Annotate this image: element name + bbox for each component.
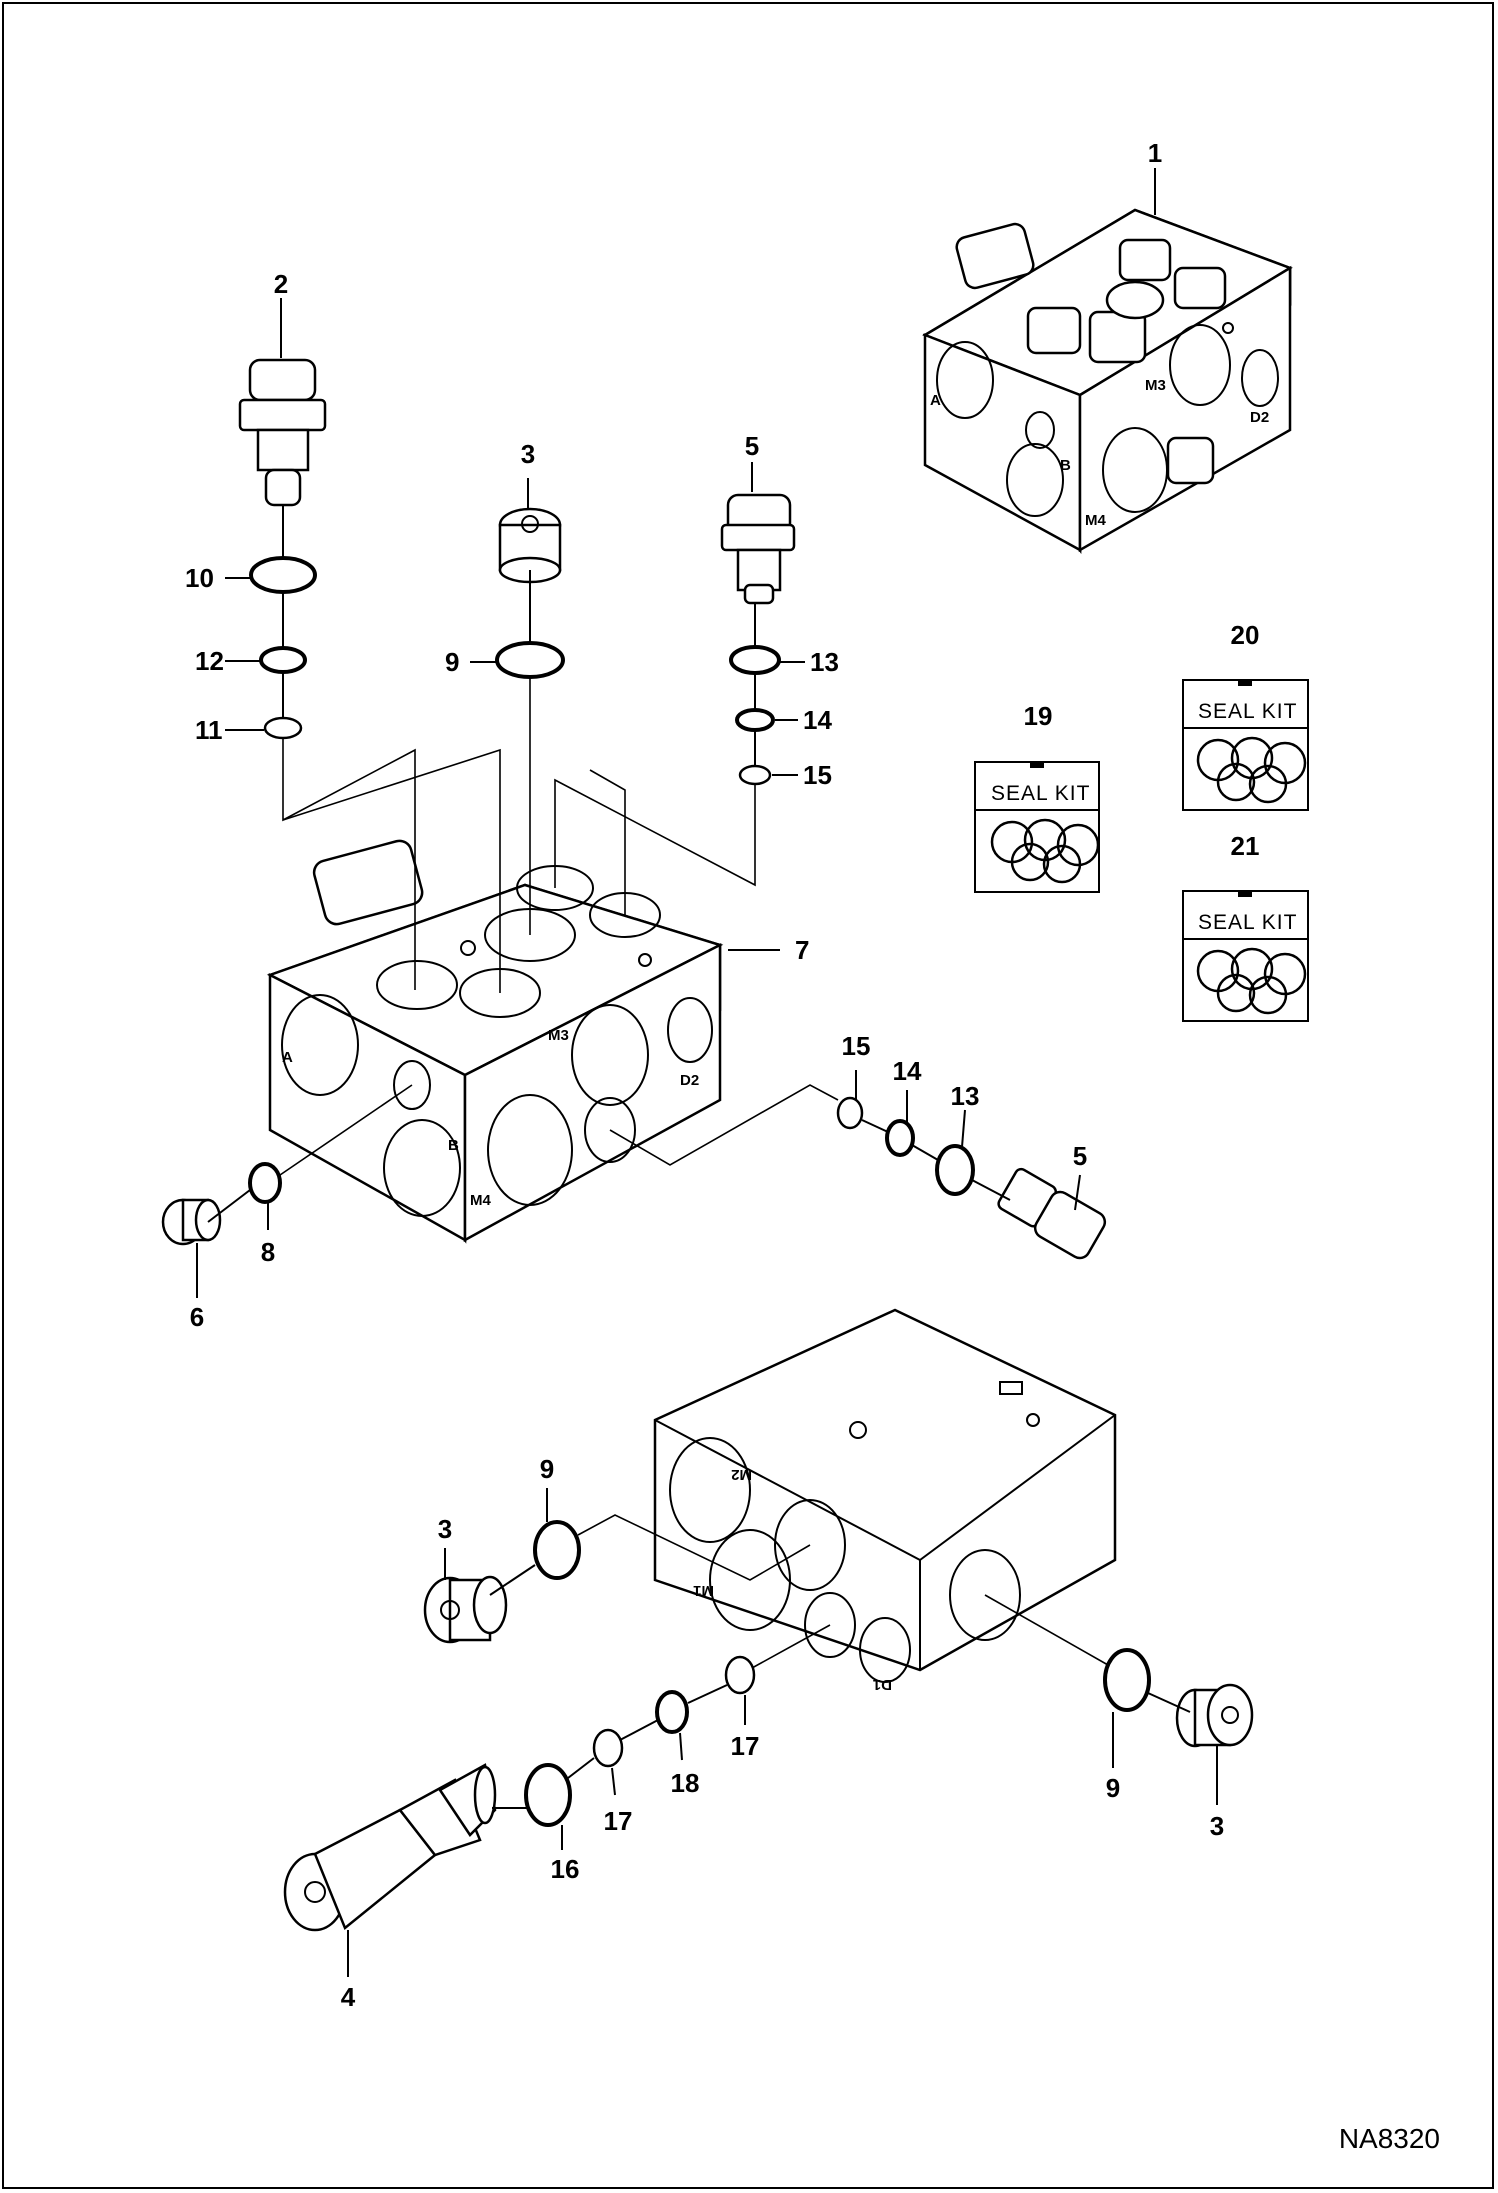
port-label-d2: D2 <box>1250 409 1269 426</box>
backup-washer <box>836 1096 864 1130</box>
port-label-b: B <box>448 1137 459 1154</box>
backup-washer <box>592 1728 624 1768</box>
o-ring <box>885 1119 915 1157</box>
callout-13: 13 <box>810 647 839 677</box>
seal-kit-label: SEAL KIT <box>1198 911 1297 934</box>
callout-3: 3 <box>1210 1811 1224 1841</box>
callout-14: 14 <box>893 1056 922 1086</box>
callout-3: 3 <box>521 439 535 469</box>
callout-16: 16 <box>551 1854 580 1884</box>
port-label-m4: M4 <box>1085 512 1106 529</box>
port-label-m1: M1 <box>693 1582 714 1599</box>
o-ring <box>533 1520 581 1580</box>
lower-valve-block: M2 M1 D1 <box>653 1308 1117 1693</box>
callout-21: 21 <box>1231 831 1260 861</box>
small-plug <box>161 1198 222 1246</box>
seal-kit-20: SEAL KIT <box>1182 679 1309 811</box>
callout-19: 19 <box>1024 701 1053 731</box>
backup-washer <box>724 1655 756 1695</box>
seal-kit-19: SEAL KIT <box>974 761 1100 893</box>
o-ring <box>1103 1648 1151 1712</box>
port-label-b: B <box>1060 457 1071 474</box>
seal-kit-21: SEAL KIT <box>1182 890 1309 1022</box>
callout-9: 9 <box>540 1454 554 1484</box>
callout-leaders <box>196 168 1218 1977</box>
callout-15: 15 <box>842 1031 871 1061</box>
port-label-m3: M3 <box>1145 377 1166 394</box>
valve-block-assembly: A B M3 M4 D2 <box>922 208 1293 554</box>
drawing-code: NA8320 <box>1339 2123 1440 2154</box>
seal-kit-label: SEAL KIT <box>1198 700 1297 723</box>
callout-1: 1 <box>1148 138 1162 168</box>
callout-9: 9 <box>445 647 459 677</box>
o-ring <box>935 1144 975 1196</box>
o-ring <box>524 1763 572 1827</box>
hex-plug <box>423 1575 508 1644</box>
o-ring <box>495 641 565 679</box>
callout-20: 20 <box>1231 620 1260 650</box>
callout-15: 15 <box>803 760 832 790</box>
check-valve-cartridge <box>997 1167 1107 1260</box>
callout-14: 14 <box>803 705 832 735</box>
port-label-d2: D2 <box>680 1072 699 1089</box>
callout-7: 7 <box>795 935 809 965</box>
o-ring <box>655 1690 689 1734</box>
o-ring <box>735 708 775 732</box>
port-label-m4: M4 <box>470 1192 491 1209</box>
callout-18: 18 <box>671 1768 700 1798</box>
port-label-m3: M3 <box>548 1027 569 1044</box>
check-valve-cartridge <box>720 493 796 605</box>
port-label-d1: D1 <box>873 1676 892 1693</box>
main-relief-valve <box>283 1763 497 1932</box>
port-label-a: A <box>930 392 941 409</box>
callout-17: 17 <box>731 1731 760 1761</box>
callout-17: 17 <box>604 1806 633 1836</box>
callout-12: 12 <box>195 646 224 676</box>
port-label-a: A <box>282 1049 293 1066</box>
callout-10: 10 <box>185 563 214 593</box>
callout-4: 4 <box>341 1982 356 2012</box>
o-ring <box>259 646 307 674</box>
callout-9: 9 <box>1106 1773 1120 1803</box>
relief-valve-cartridge <box>238 358 327 507</box>
assembly-lines <box>207 505 1191 1809</box>
backup-washer <box>738 764 772 786</box>
valve-block-body: A B M3 M4 D2 <box>266 839 724 1244</box>
callout-13: 13 <box>951 1081 980 1111</box>
hex-plug <box>1175 1683 1254 1748</box>
o-ring <box>729 645 781 675</box>
callout-5: 5 <box>745 431 759 461</box>
callout-2: 2 <box>274 269 288 299</box>
seal-kit-label: SEAL KIT <box>991 782 1090 805</box>
backup-washer <box>263 716 303 740</box>
callout-3: 3 <box>438 1514 452 1544</box>
callout-5: 5 <box>1073 1141 1087 1171</box>
callout-labels: 1 2 3 5 10 12 11 9 13 14 15 19 20 21 7 1… <box>185 138 1259 2012</box>
callout-11: 11 <box>195 715 223 745</box>
callout-8: 8 <box>261 1237 275 1267</box>
o-ring <box>248 1162 282 1204</box>
callout-6: 6 <box>190 1302 204 1332</box>
port-label-m2: M2 <box>731 1466 752 1483</box>
o-ring <box>249 556 317 594</box>
